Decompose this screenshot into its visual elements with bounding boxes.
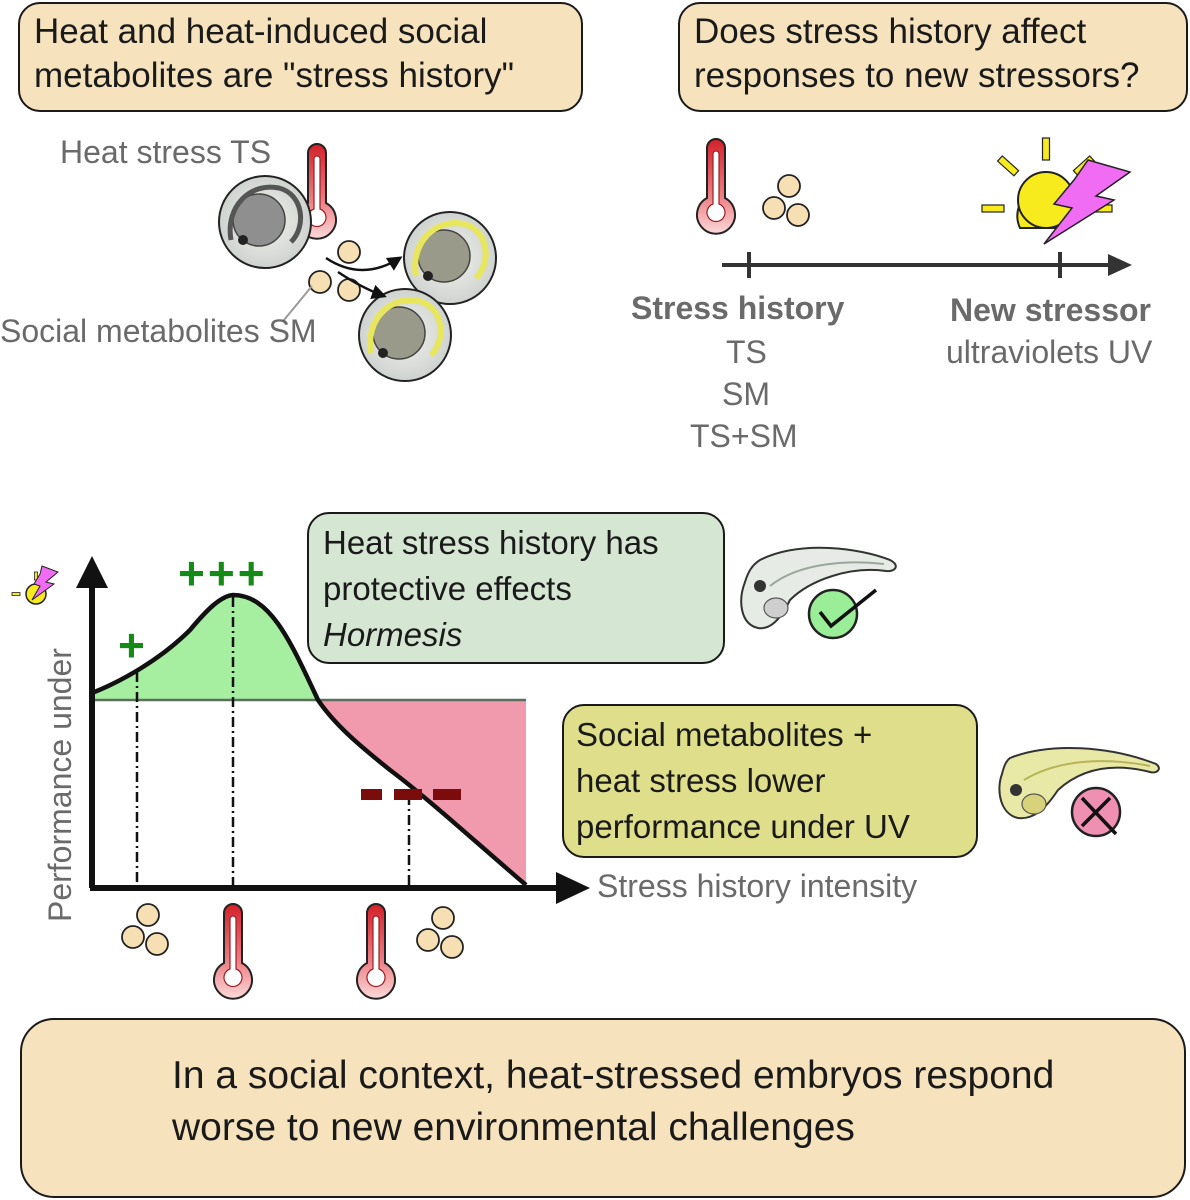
stress-history-box-line2: metabolites are "stress history" — [34, 56, 515, 95]
history-item-ts-sm: TS+SM — [690, 418, 798, 454]
thermometer-icon — [696, 138, 736, 235]
pointer-line — [283, 285, 313, 321]
question-box-line2: responses to new stressors? — [694, 56, 1140, 95]
embryo-icon — [998, 747, 1160, 820]
history-item-ts: TS — [726, 334, 767, 370]
question-box-line1: Does stress history affect — [694, 12, 1087, 51]
embryo-icon — [358, 288, 452, 382]
plus3-mark: +++ — [178, 547, 268, 599]
hormesis-box: Heat stress history has protective effec… — [307, 512, 725, 664]
lightning-icon — [1043, 159, 1132, 245]
stress-history-box-line1: Heat and heat-induced social — [34, 12, 488, 51]
heat-stress-label: Heat stress TS — [60, 134, 272, 170]
new-stressor-heading: New stressor — [950, 292, 1151, 328]
history-item-sm: SM — [722, 376, 770, 412]
sun-uv-icon — [981, 137, 1113, 229]
social-box-line1: Social metabolites + — [576, 716, 873, 753]
metabolite-spheres-icon — [121, 903, 169, 956]
minus-mark — [361, 789, 382, 800]
embryo-icon — [219, 176, 311, 268]
transfer-arrow — [325, 256, 403, 272]
metabolite-spheres-icon — [416, 906, 464, 959]
reference-lines — [135, 597, 411, 888]
metabolite-spheres-icon — [762, 174, 810, 227]
stress-history-heading: Stress history — [631, 290, 845, 326]
minus-mark — [394, 789, 422, 800]
minus-mark — [433, 789, 461, 800]
cross-icon — [1070, 786, 1122, 838]
conclusion-line2: worse to new environmental challenges — [172, 1106, 855, 1149]
performance-curve — [91, 592, 528, 887]
hormesis-gain-area — [92, 595, 318, 700]
question-box: Does stress history affect responses to … — [678, 2, 1188, 112]
conclusion-box: In a social context, heat-stressed embry… — [20, 1018, 1186, 1198]
hormesis-box-line1: Heat stress history has — [323, 524, 659, 561]
x-axis-label: Stress history intensity — [597, 868, 918, 904]
social-metabolites-box: Social metabolites + heat stress lower p… — [562, 704, 978, 858]
metabolite-spheres-icon — [308, 240, 361, 302]
thermometer-icon — [356, 903, 396, 1000]
y-axis-label: Performance under — [42, 648, 78, 922]
embryo-icon — [403, 211, 497, 305]
social-box-line3: performance under UV — [576, 808, 910, 845]
social-metabolites-label: Social metabolites SM — [0, 313, 317, 349]
check-icon — [807, 588, 878, 640]
thermometer-icon — [213, 903, 253, 1000]
new-stressor-item: ultraviolets UV — [946, 334, 1153, 370]
social-box-line2: heat stress lower — [576, 762, 826, 799]
transfer-arrow — [337, 270, 387, 299]
hormesis-box-line3: Hormesis — [323, 616, 463, 653]
lightning-icon — [31, 565, 59, 601]
plus-mark: + — [118, 619, 145, 671]
embryo-icon — [740, 546, 897, 630]
hormesis-box-line2: protective effects — [323, 570, 572, 607]
conclusion-line1: In a social context, heat-stressed embry… — [172, 1054, 1055, 1097]
stress-history-box: Heat and heat-induced social metabolites… — [18, 2, 583, 112]
